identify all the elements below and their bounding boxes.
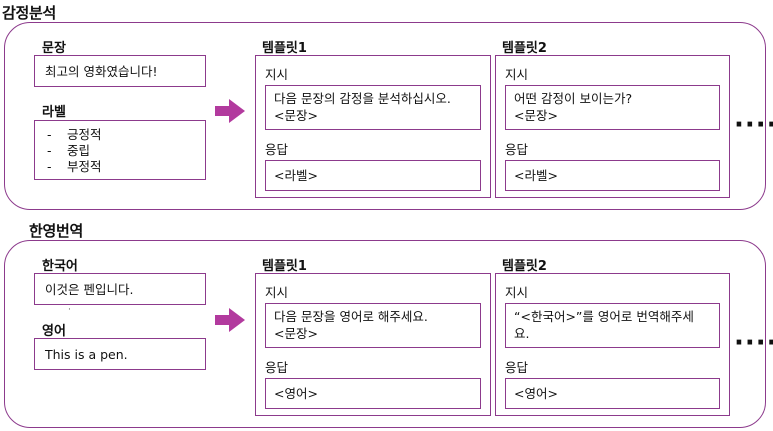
template2-response-value: <영어> <box>514 386 558 401</box>
template1-card <box>255 55 491 198</box>
more-ellipsis-icon: ···· <box>734 110 773 140</box>
template2-response-box: <영어> <box>505 378 720 409</box>
sentiment-panel <box>4 22 766 210</box>
template2-instruction-box: 어떤 감정이 보이는가? <문장> <box>505 85 720 130</box>
translation-section-title: 한영번역 <box>29 222 84 240</box>
arrow-right-icon <box>215 99 245 123</box>
sentiment-section-title: 감정분석 <box>2 4 57 22</box>
template1-instruction-line1: 다음 문장을 영어로 해주세요. <box>274 309 428 324</box>
template1-response-value: <영어> <box>274 386 318 401</box>
template1-instruction-label: 지시 <box>265 285 289 300</box>
template2-instruction-label: 지시 <box>505 285 529 300</box>
more-ellipsis-icon: ···· <box>734 328 773 358</box>
sentence-value: 최고의 영화였습니다! <box>45 64 158 79</box>
template1-title: 템플릿1 <box>262 259 307 274</box>
english-label: 영어 <box>42 324 66 339</box>
template1-instruction-label: 지시 <box>265 67 289 82</box>
template2-title: 템플릿2 <box>502 41 547 56</box>
label-item: 부정적 <box>47 159 102 175</box>
template2-response-label: 응답 <box>505 360 529 375</box>
template1-response-box: <영어> <box>265 378 481 409</box>
template1-response-value: <라벨> <box>274 168 318 183</box>
label-label: 라벨 <box>42 105 66 120</box>
sentence-box: 최고의 영화였습니다! <box>34 55 206 87</box>
english-value: This is a pen. <box>45 347 128 362</box>
template2-instruction-label: 지시 <box>505 67 529 82</box>
template2-response-box: <라벨> <box>505 160 720 191</box>
template2-card <box>495 55 730 198</box>
label-item: 긍정적 <box>47 127 102 143</box>
template1-response-label: 응답 <box>265 142 289 157</box>
template1-response-box: <라벨> <box>265 160 481 191</box>
template2-instruction-line1: “<한국어>”를 영어로 번역해주세 <box>514 309 694 324</box>
template2-instruction-line2: <문장> <box>514 108 558 123</box>
sentence-label: 문장 <box>42 41 66 56</box>
template2-response-label: 응답 <box>505 142 529 157</box>
template1-instruction-line1: 다음 문장의 감정을 분석하십시오. <box>274 91 451 106</box>
template2-card <box>495 273 730 416</box>
template1-instruction-line2: <문장> <box>274 326 318 341</box>
korean-value: 이것은 펜입니다. <box>45 282 134 297</box>
korean-label: 한국어 <box>42 259 78 274</box>
english-box: This is a pen. <box>34 338 206 370</box>
template2-instruction-line1: 어떤 감정이 보이는가? <box>514 91 633 106</box>
template2-instruction-line2: 요. <box>514 326 530 341</box>
template2-response-value: <라벨> <box>514 168 558 183</box>
template1-instruction-box: 다음 문장을 영어로 해주세요. <문장> <box>265 303 481 348</box>
label-item: 중립 <box>47 143 102 159</box>
template2-instruction-box: “<한국어>”를 영어로 번역해주세 요. <box>505 303 720 348</box>
template1-instruction-line2: <문장> <box>274 108 318 123</box>
label-list: 긍정적 중립 부정적 <box>47 127 102 175</box>
template1-card <box>255 273 491 416</box>
arrow-right-icon <box>215 308 245 332</box>
template1-title: 템플릿1 <box>262 41 307 56</box>
template1-response-label: 응답 <box>265 360 289 375</box>
label-list-box: 긍정적 중립 부정적 <box>34 120 206 180</box>
template2-title: 템플릿2 <box>502 259 547 274</box>
translation-panel <box>4 240 766 428</box>
korean-box: 이것은 펜입니다. <box>34 273 206 305</box>
template1-instruction-box: 다음 문장의 감정을 분석하십시오. <문장> <box>265 85 481 130</box>
stray-mark: · <box>68 305 71 315</box>
